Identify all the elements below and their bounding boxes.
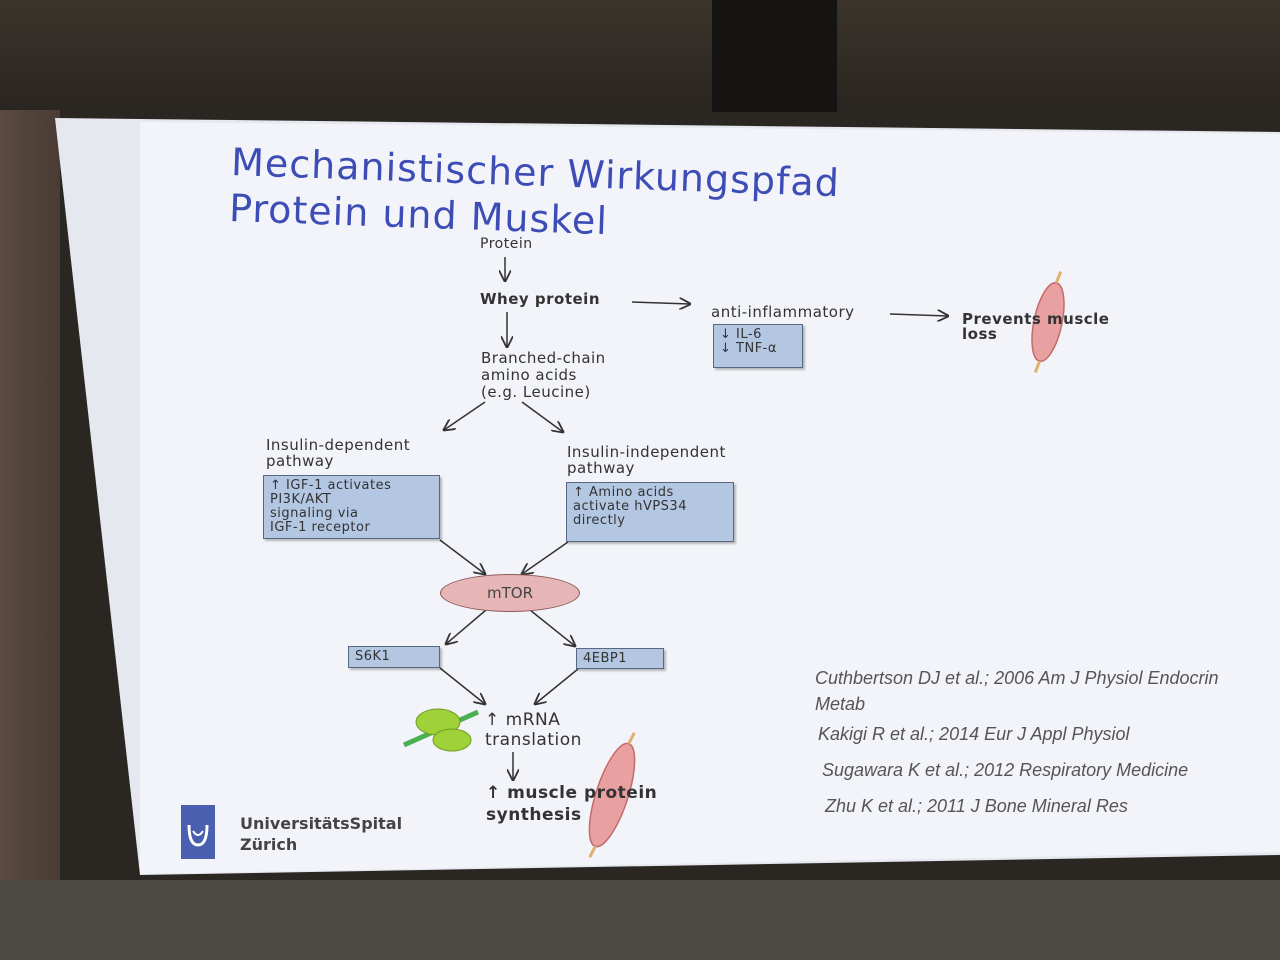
node-prevents-line1: Prevents muscle	[962, 310, 1110, 328]
box-line: signaling via	[270, 506, 359, 521]
ribosome-icon	[402, 708, 480, 752]
node-synthesis-line2: synthesis	[486, 805, 582, 825]
box-line: ↑ IGF-1 activates	[270, 478, 392, 493]
room-wall	[0, 110, 60, 960]
box-line: ↓ TNF-α	[720, 341, 777, 356]
node-bcaa-line3: (e.g. Leucine)	[481, 383, 591, 401]
box-line: activate hVPS34	[573, 499, 687, 514]
room-ceiling	[0, 0, 1280, 110]
box-line: 4EBP1	[583, 651, 628, 666]
logo-text-line1: UniversitätsSpital	[240, 814, 403, 833]
node-bcaa-line2: amino acids	[481, 366, 577, 384]
box-line: ↑ Amino acids	[573, 485, 674, 500]
logo-icon	[181, 805, 215, 859]
node-synthesis-line1: ↑ muscle protein	[486, 783, 658, 803]
node-s6k1: S6K1	[348, 646, 440, 668]
room-floor	[0, 880, 1280, 960]
reference-2: Kakigi R et al.; 2014 Eur J Appl Physiol	[818, 724, 1130, 744]
node-mrna-line1: ↑ mRNA	[485, 710, 561, 730]
node-mrna-line2: translation	[485, 730, 582, 750]
node-anti-inflammatory: anti-inflammatory	[711, 303, 855, 321]
node-whey-protein: Whey protein	[480, 290, 601, 308]
node-mtor: mTOR	[440, 574, 580, 612]
node-4ebp1: 4EBP1	[576, 648, 664, 669]
node-insulin-dep-line1: Insulin-dependent	[266, 436, 411, 454]
cytokine-box: ↓ IL-6 ↓ TNF-α	[713, 324, 803, 368]
reference-3: Sugawara K et al.; 2012 Respiratory Medi…	[822, 760, 1189, 780]
box-line: PI3K/AKT	[270, 492, 332, 507]
node-insulin-indep-line1: Insulin-independent	[567, 443, 726, 461]
igf-box: ↑ IGF-1 activates PI3K/AKT signaling via…	[263, 475, 440, 539]
node-insulin-indep-line2: pathway	[567, 459, 635, 477]
reference-1-cont: Metab	[815, 694, 866, 714]
reference-4: Zhu K et al.; 2011 J Bone Mineral Res	[825, 796, 1128, 816]
node-insulin-dep-line2: pathway	[266, 452, 334, 470]
logo-text-line2: Zürich	[240, 835, 298, 854]
node-bcaa-line1: Branched-chain	[481, 349, 606, 367]
amino-acid-box: ↑ Amino acids activate hVPS34 directly	[566, 482, 734, 542]
box-line: ↓ IL-6	[720, 327, 762, 342]
box-line: directly	[573, 513, 626, 528]
reference-1: Cuthbertson DJ et al.; 2006 Am J Physiol…	[815, 668, 1219, 688]
projector-mount	[712, 0, 837, 112]
node-protein: Protein	[480, 236, 533, 252]
box-line: IGF-1 receptor	[270, 520, 371, 535]
box-line: S6K1	[355, 649, 391, 664]
node-prevents-line2: loss	[962, 325, 998, 343]
muscle-icon	[1031, 271, 1065, 373]
